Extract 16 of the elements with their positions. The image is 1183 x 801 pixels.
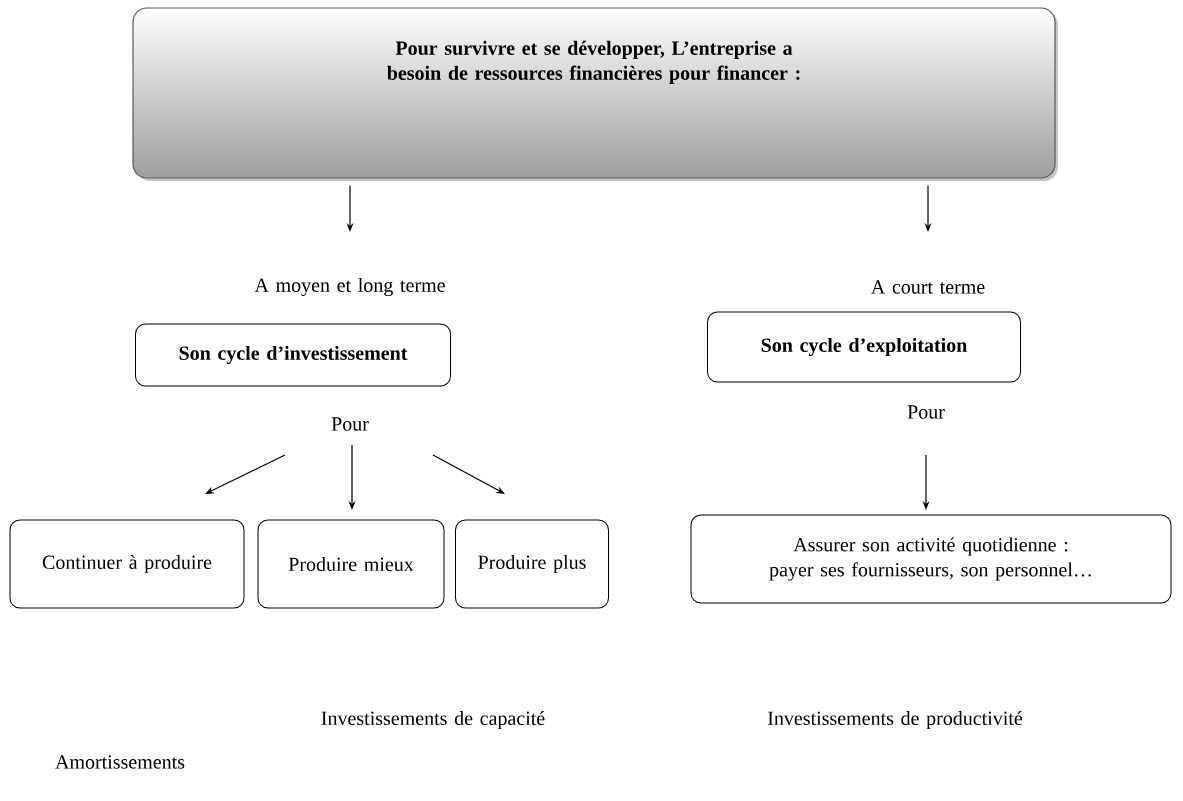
note-text: Investissements de productivité: [768, 710, 1023, 730]
note-text: Investissements de capacité: [321, 710, 545, 730]
goal-box: Produire mieux: [257, 519, 445, 609]
cycle-box: Son cycle d’investissement: [135, 323, 451, 387]
text-label: A moyen et long terme: [254, 277, 445, 297]
cycle-box: Son cycle d’exploitation: [707, 311, 1021, 383]
text-label: A court terme: [871, 280, 985, 294]
goal-box: Assurer son activité quotidienne : payer ses fournisseurs, son personnel…: [690, 514, 1172, 604]
heading-box: Pour survivre et se développer, L’entreprise a besoin de ressources financières pour financer :: [132, 7, 1058, 181]
text-label: Pour: [331, 417, 369, 431]
arrow: [432, 454, 505, 494]
text-label: Pour: [907, 405, 945, 419]
note-text: Amortissements: [55, 755, 185, 769]
goal-box: Continuer à produire: [9, 519, 245, 609]
arrow: [205, 454, 286, 494]
goal-box: Produire plus: [455, 519, 609, 609]
